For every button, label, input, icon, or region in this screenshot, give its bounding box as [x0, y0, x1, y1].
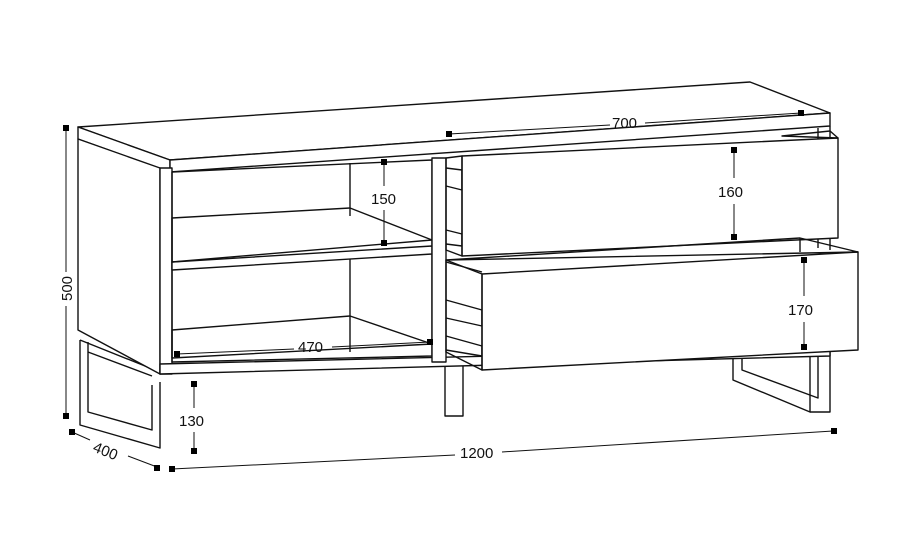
- shelf-height-label: 150: [371, 191, 396, 208]
- base-frame: [79, 339, 831, 449]
- dimension-lines: [63, 110, 837, 472]
- leg-height-label: 130: [179, 413, 204, 430]
- depth-label: 400: [91, 439, 121, 464]
- top-drawer-height-label: 160: [718, 184, 743, 201]
- total-width-label: 1200: [460, 445, 493, 462]
- top-drawer: [445, 130, 839, 257]
- drawer-width-label: 700: [612, 115, 637, 132]
- bottom-drawer-height-label: 170: [788, 302, 813, 319]
- compartment-width-label: 470: [298, 339, 323, 356]
- total-height-label: 500: [59, 276, 76, 301]
- bottom-drawer: [445, 237, 859, 371]
